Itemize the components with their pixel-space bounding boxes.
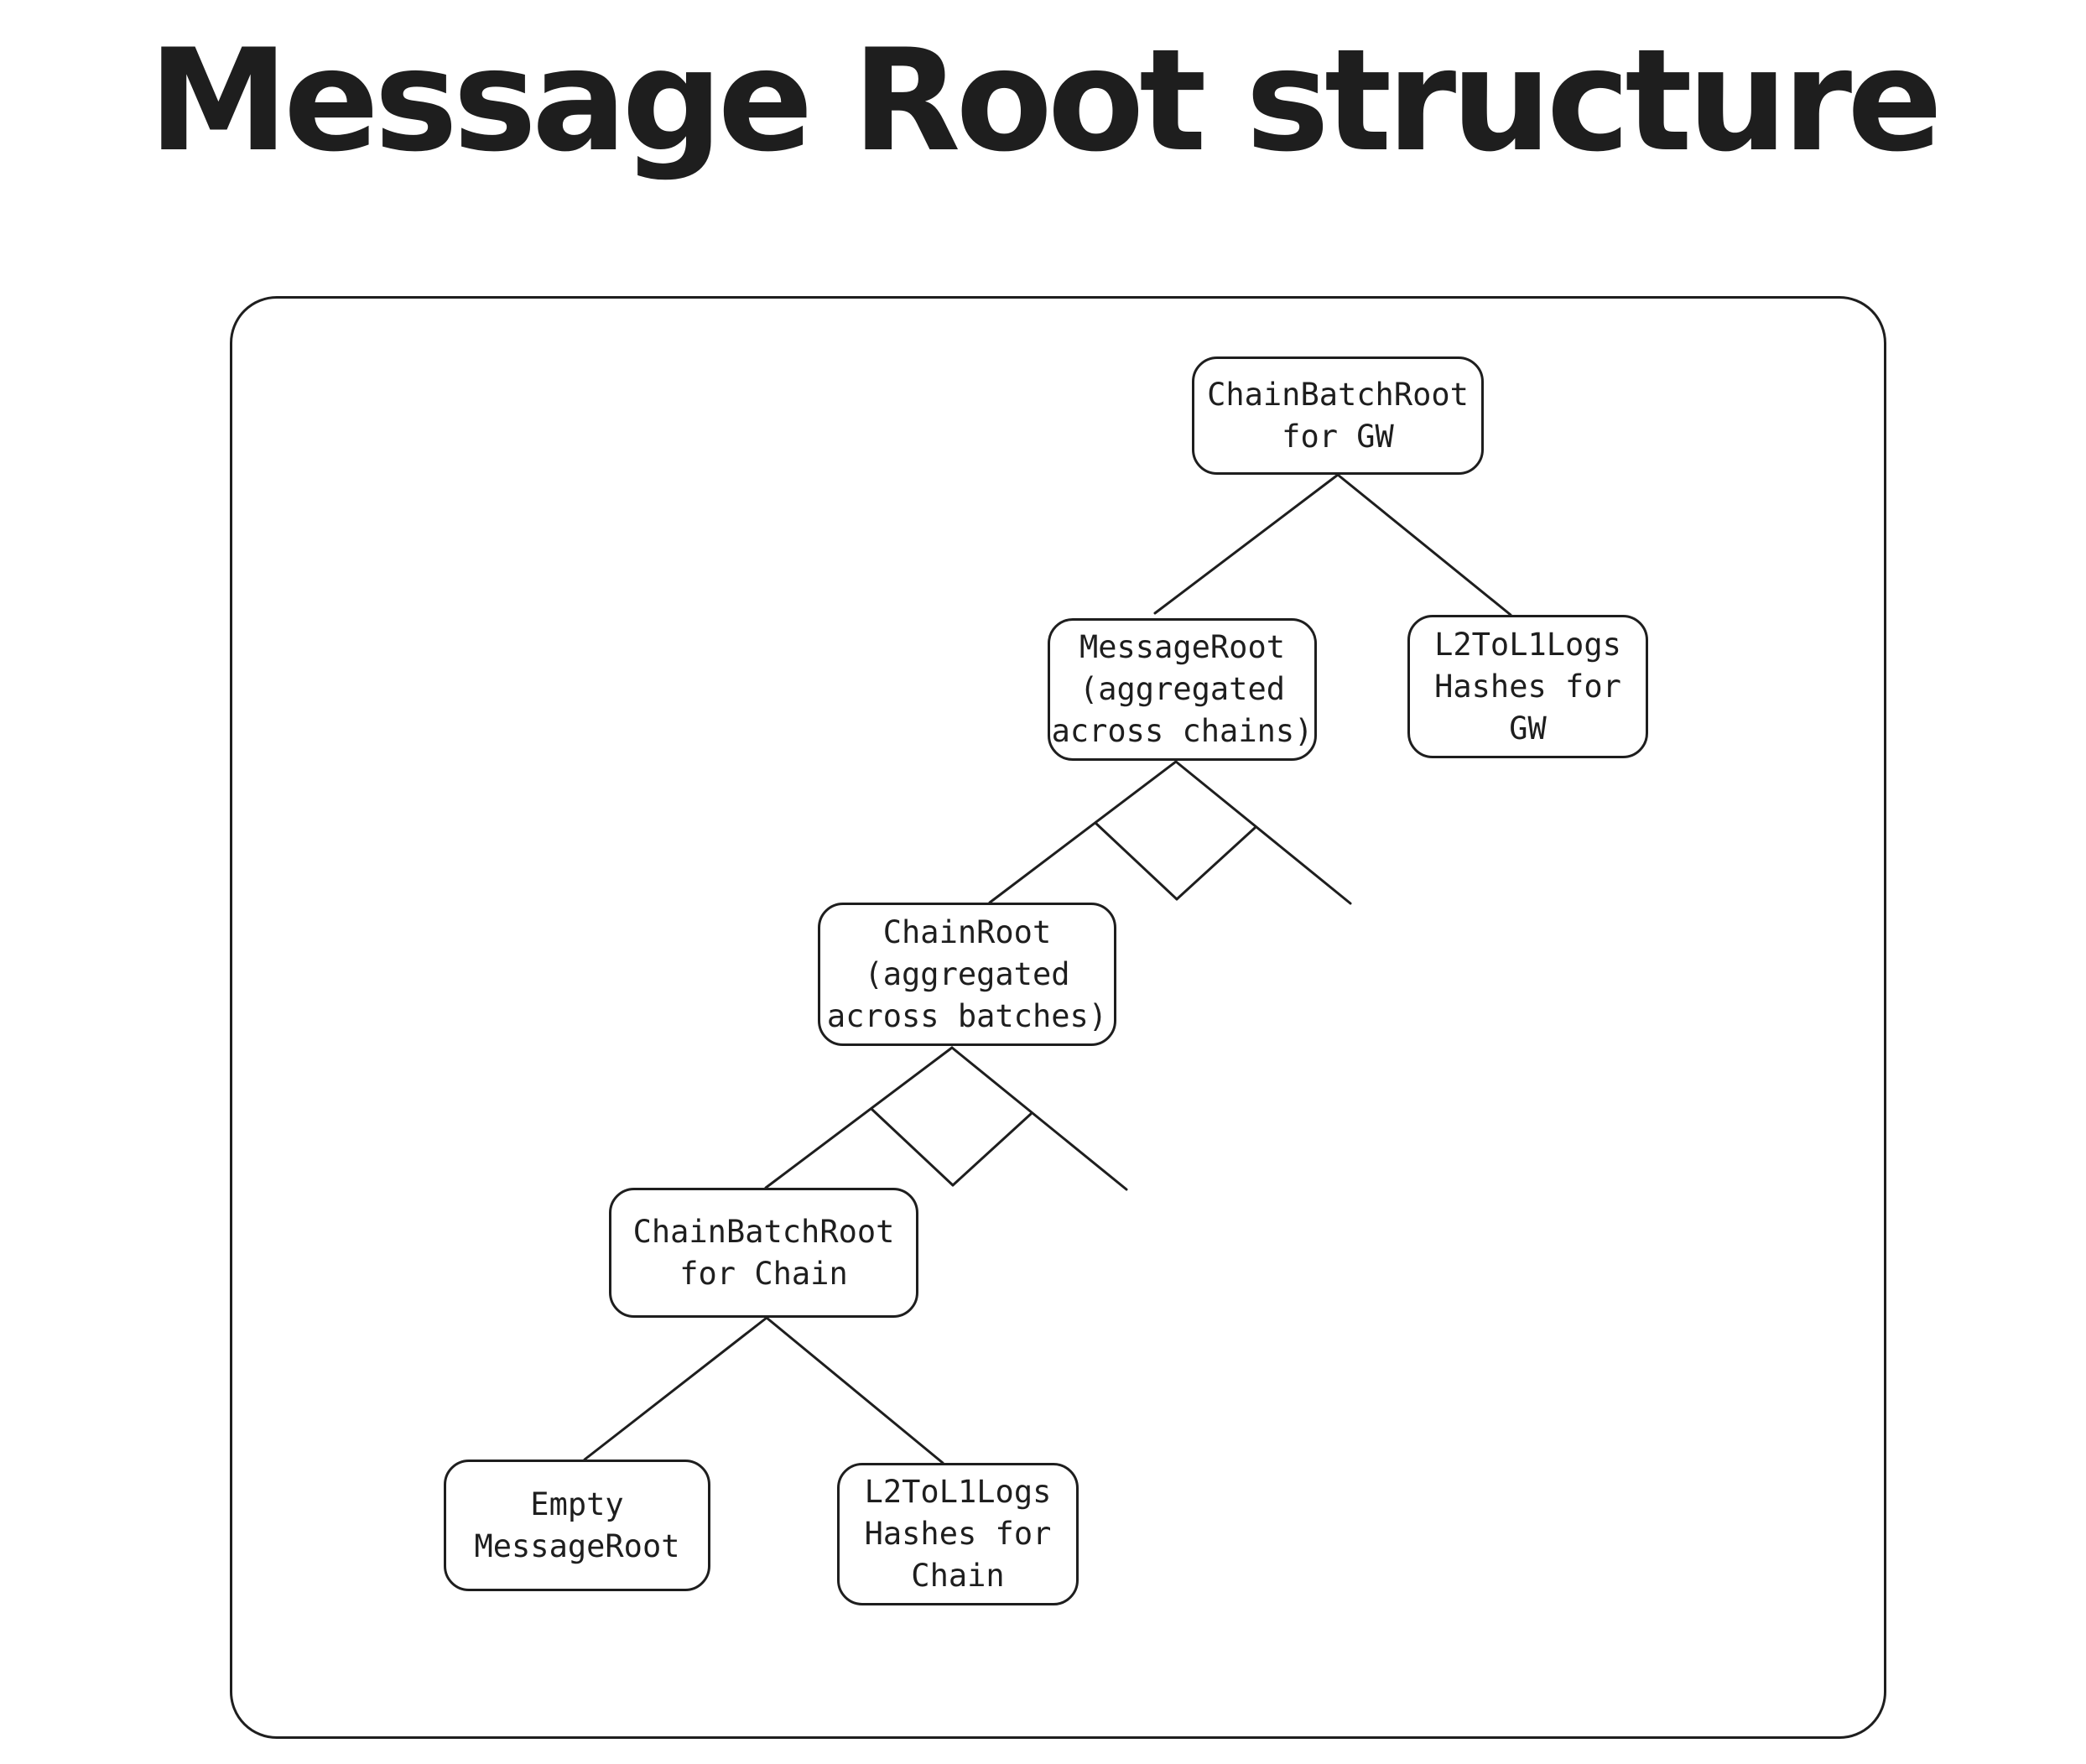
node-label-line: Chain	[911, 1558, 1005, 1594]
node-label-line: across batches)	[826, 997, 1108, 1034]
node-chain-root: ChainRoot (aggregated across batches)	[818, 903, 1116, 1046]
node-label-line: MessageRoot	[474, 1527, 680, 1564]
node-label-line: Hashes for	[1434, 668, 1621, 705]
node-chain-batch-root-chain: ChainBatchRoot for Chain	[609, 1188, 918, 1318]
node-label-line: ChainRoot	[882, 913, 1052, 950]
node-chain-batch-root-gw: ChainBatchRoot for GW	[1192, 356, 1484, 475]
node-label-line: for Chain	[679, 1255, 848, 1292]
node-label-line: for GW	[1282, 418, 1394, 455]
diagram-title: Message Root structure	[148, 18, 1943, 183]
node-label-line: (aggregated	[864, 955, 1070, 992]
node-label-line: L2ToL1Logs	[1434, 626, 1621, 663]
node-label-line: Empty	[530, 1486, 624, 1522]
node-label-line: MessageRoot	[1079, 629, 1286, 665]
node-label-line: Hashes for	[864, 1516, 1052, 1552]
node-label-line: across chains)	[1051, 713, 1314, 749]
node-l2tol1-logs-gw: L2ToL1Logs Hashes for GW	[1407, 615, 1648, 758]
node-label-line: ChainBatchRoot	[632, 1213, 895, 1250]
node-empty-message-root: Empty MessageRoot	[444, 1460, 710, 1591]
node-l2tol1-logs-chain: L2ToL1Logs Hashes for Chain	[837, 1463, 1079, 1605]
diagram-frame	[230, 296, 1886, 1739]
node-label-line: (aggregated	[1079, 671, 1286, 707]
node-label-line: ChainBatchRoot	[1207, 376, 1469, 413]
node-message-root: MessageRoot (aggregated across chains)	[1048, 618, 1317, 761]
node-label-line: GW	[1509, 710, 1547, 747]
node-label-line: L2ToL1Logs	[864, 1474, 1052, 1510]
